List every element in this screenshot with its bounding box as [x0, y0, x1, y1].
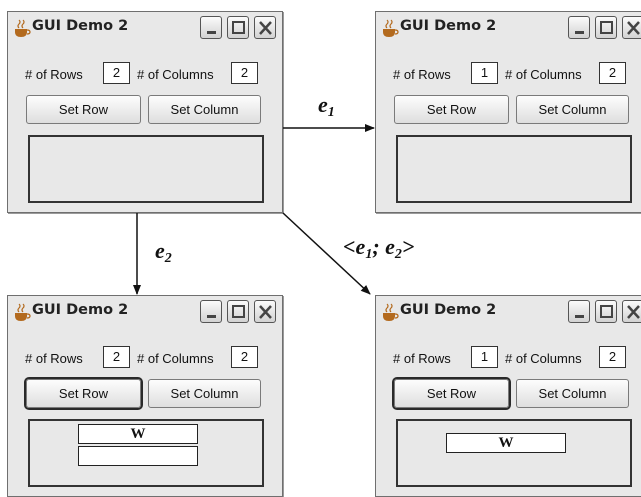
- set-row-button[interactable]: Set Row: [26, 95, 141, 124]
- grid-panel: W: [28, 419, 264, 487]
- grid-panel: [396, 135, 632, 203]
- edge-label-e1-e2: <e1; e2>: [343, 234, 415, 262]
- gui-window-after-e2: GUI Demo 2 # of Rows 2 # of Columns 2 Se…: [7, 295, 283, 497]
- arrow-e1-e2: [282, 212, 371, 295]
- maximize-button[interactable]: [227, 16, 249, 39]
- rows-field[interactable]: 2: [103, 62, 130, 84]
- set-row-button[interactable]: Set Row: [394, 95, 509, 124]
- set-column-button[interactable]: Set Column: [148, 379, 261, 408]
- title-bar[interactable]: GUI Demo 2: [376, 296, 641, 330]
- grid-panel: W: [396, 419, 632, 487]
- edge-label-e1: e1: [318, 92, 335, 120]
- rows-label: # of Rows: [25, 351, 83, 366]
- set-column-button[interactable]: Set Column: [516, 379, 629, 408]
- rows-label: # of Rows: [393, 351, 451, 366]
- maximize-icon: [600, 21, 613, 34]
- gui-window-after-e1-e2: GUI Demo 2 # of Rows 1 # of Columns 2 Se…: [375, 295, 641, 497]
- minimize-icon: [207, 315, 216, 318]
- maximize-button[interactable]: [595, 300, 617, 323]
- columns-field[interactable]: 2: [599, 62, 626, 84]
- rows-field[interactable]: 2: [103, 346, 130, 368]
- close-icon: [627, 305, 640, 319]
- window-title: GUI Demo 2: [400, 18, 497, 34]
- minimize-button[interactable]: [568, 16, 590, 39]
- close-button[interactable]: [254, 300, 276, 323]
- grid-cell: W: [78, 424, 198, 444]
- maximize-button[interactable]: [227, 300, 249, 323]
- columns-field[interactable]: 2: [599, 346, 626, 368]
- set-row-button[interactable]: Set Row: [26, 379, 141, 408]
- title-bar[interactable]: GUI Demo 2: [8, 12, 282, 46]
- set-column-button[interactable]: Set Column: [516, 95, 629, 124]
- title-bar[interactable]: GUI Demo 2: [376, 12, 641, 46]
- edge-label-e2: e2: [155, 238, 172, 266]
- columns-label: # of Columns: [137, 351, 214, 366]
- java-cup-icon: [15, 303, 31, 321]
- minimize-icon: [575, 315, 584, 318]
- close-button[interactable]: [622, 300, 641, 323]
- set-column-button[interactable]: Set Column: [148, 95, 261, 124]
- maximize-icon: [232, 21, 245, 34]
- close-button[interactable]: [622, 16, 641, 39]
- java-cup-icon: [15, 19, 31, 37]
- close-button[interactable]: [254, 16, 276, 39]
- columns-field[interactable]: 2: [231, 62, 258, 84]
- close-icon: [259, 21, 272, 35]
- rows-field[interactable]: 1: [471, 62, 498, 84]
- maximize-button[interactable]: [595, 16, 617, 39]
- gui-window-after-e1: GUI Demo 2 # of Rows 1 # of Columns 2 Se…: [375, 11, 641, 213]
- maximize-icon: [232, 305, 245, 318]
- set-row-button[interactable]: Set Row: [394, 379, 509, 408]
- columns-label: # of Columns: [505, 351, 582, 366]
- rows-label: # of Rows: [25, 67, 83, 82]
- close-icon: [259, 305, 272, 319]
- columns-label: # of Columns: [137, 67, 214, 82]
- minimize-button[interactable]: [200, 16, 222, 39]
- maximize-icon: [600, 305, 613, 318]
- close-icon: [627, 21, 640, 35]
- columns-label: # of Columns: [505, 67, 582, 82]
- minimize-icon: [207, 31, 216, 34]
- window-title: GUI Demo 2: [400, 302, 497, 318]
- window-title: GUI Demo 2: [32, 302, 129, 318]
- minimize-icon: [575, 31, 584, 34]
- minimize-button[interactable]: [568, 300, 590, 323]
- columns-field[interactable]: 2: [231, 346, 258, 368]
- gui-window-initial: GUI Demo 2 # of Rows 2 # of Columns 2 Se…: [7, 11, 283, 213]
- grid-cell-empty: [78, 446, 198, 466]
- grid-cell: W: [446, 433, 566, 453]
- title-bar[interactable]: GUI Demo 2: [8, 296, 282, 330]
- grid-panel: [28, 135, 264, 203]
- rows-label: # of Rows: [393, 67, 451, 82]
- window-title: GUI Demo 2: [32, 18, 129, 34]
- minimize-button[interactable]: [200, 300, 222, 323]
- rows-field[interactable]: 1: [471, 346, 498, 368]
- java-cup-icon: [383, 303, 399, 321]
- java-cup-icon: [383, 19, 399, 37]
